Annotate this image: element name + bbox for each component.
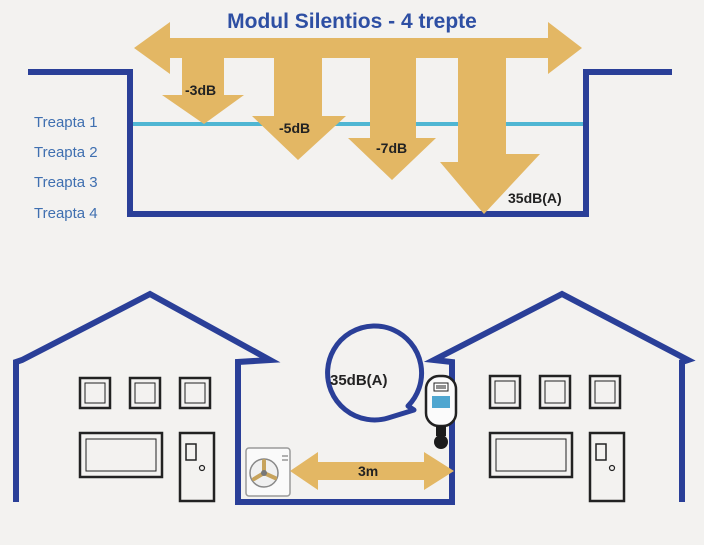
left-house-window-wide [78, 431, 164, 479]
speech-bubble [325, 323, 424, 423]
reduction-label-5db: -5dB [279, 120, 311, 136]
step-label-2: Treapta 2 [34, 144, 98, 161]
bubble-label: 35dB(A) [330, 372, 388, 389]
distance-label: 3m [358, 463, 379, 479]
left-house-outline [13, 290, 696, 505]
right-house-window-wide [488, 431, 574, 479]
diagram-title: Modul Silentios - 4 trepte [227, 10, 477, 33]
double-arrow-top [134, 22, 582, 74]
down-arrow-7db [348, 58, 436, 180]
step-label-3: Treapta 3 [34, 174, 98, 191]
left-house-door [178, 431, 216, 503]
down-arrow-35dba [440, 58, 540, 214]
reduction-label-7db: -7dB [376, 140, 408, 156]
distance-arrow [290, 452, 454, 490]
down-arrow-3db [162, 58, 244, 124]
step-label-4: Treapta 4 [34, 205, 98, 222]
step-label-1: Treapta 1 [34, 114, 98, 131]
level-container-outline [28, 69, 672, 217]
outdoor-unit-icon [245, 447, 291, 497]
sound-meter-icon [424, 374, 458, 449]
down-arrow-5db [252, 58, 346, 160]
reduction-label-35dba: 35dB(A) [508, 190, 562, 206]
reduction-label-3db: -3dB [185, 82, 217, 98]
right-house-door [588, 431, 626, 503]
